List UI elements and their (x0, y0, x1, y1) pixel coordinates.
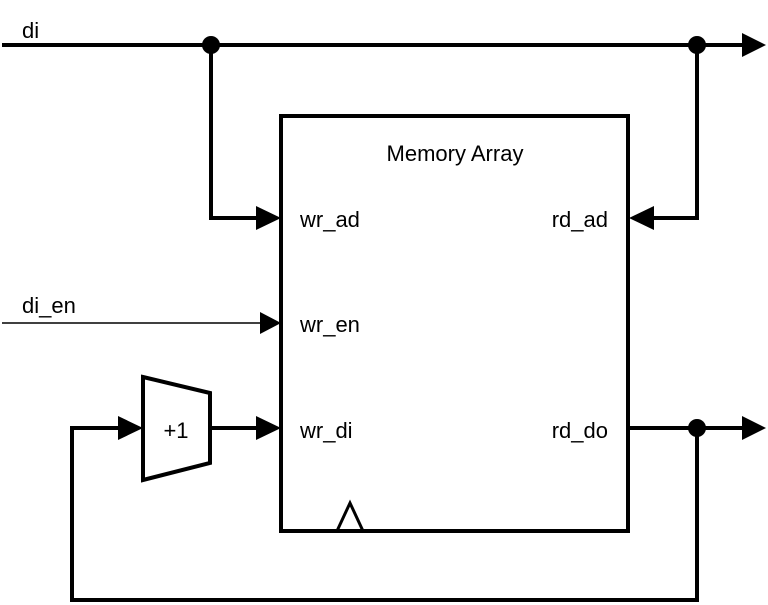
incrementer-block (141, 374, 212, 483)
port-rd-do: rd_do (552, 418, 608, 443)
di-en-arrow-icon (260, 312, 281, 334)
incrementer-label: +1 (163, 418, 188, 443)
rd-ad-wire (652, 45, 699, 220)
clock-input-icon (335, 499, 365, 532)
port-wr-di: wr_di (299, 418, 353, 443)
port-rd-ad: rd_ad (552, 207, 608, 232)
port-wr-en: wr_en (299, 312, 360, 337)
di-label: di (22, 18, 39, 43)
rd-ad-arrow-icon (629, 206, 654, 230)
wr-ad-wire (209, 45, 258, 220)
memory-array-title: Memory Array (387, 141, 524, 166)
port-wr-ad: wr_ad (299, 207, 360, 232)
incrementer-input-arrow-icon (118, 416, 143, 440)
memory-array-block (279, 114, 630, 533)
feedback-loop-wire (70, 426, 699, 602)
wr-ad-arrow-icon (256, 206, 281, 230)
di-en-label: di_en (22, 293, 76, 318)
di-output-arrow-icon (742, 33, 766, 57)
rd-do-output-arrow-icon (742, 416, 766, 440)
wr-di-arrow-icon (256, 416, 281, 440)
